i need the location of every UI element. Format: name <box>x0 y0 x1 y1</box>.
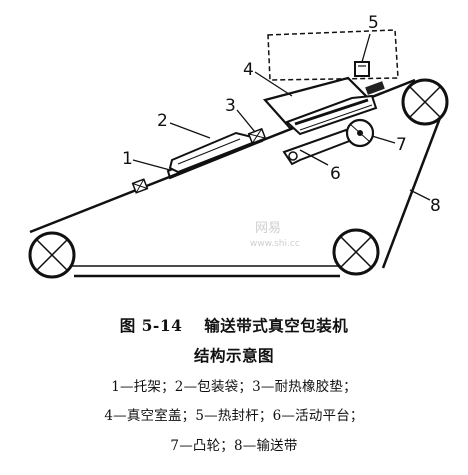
conveyor-vacuum-packer-diagram: 网易 www.shi.cc <box>28 13 449 279</box>
movable-platform <box>282 128 354 166</box>
callout-8: 8 <box>430 196 441 216</box>
watermark-line-1: 网易 <box>255 221 281 236</box>
legend-line-3: 7—凸轮；8—输送带 <box>170 438 298 454</box>
roller-top-right <box>401 78 449 126</box>
conveyor-belt <box>29 78 445 278</box>
callout-2: 2 <box>157 111 168 131</box>
roller-bottom-right <box>332 228 380 276</box>
callout-7: 7 <box>396 135 407 155</box>
callout-3: 3 <box>225 96 236 116</box>
lid-open-outline <box>267 29 399 81</box>
packaging-bag <box>168 131 253 174</box>
figure-caption-title: 图 5-14 输送带式真空包装机 <box>119 316 349 335</box>
callout-1: 1 <box>122 149 133 169</box>
cam <box>345 118 375 148</box>
callout-4: 4 <box>243 60 254 80</box>
callout-6: 6 <box>330 164 341 184</box>
callout-5: 5 <box>368 13 379 33</box>
belt-block <box>131 178 149 194</box>
watermark-line-2: www.shi.cc <box>250 239 300 249</box>
leader-lines <box>132 33 431 201</box>
vacuum-chamber-lid <box>262 76 378 136</box>
heat-seal-bar <box>354 61 385 95</box>
figure-caption-subtitle: 结构示意图 <box>193 346 274 365</box>
legend-line-2: 4—真空室盖；5—热封杆；6—活动平台； <box>104 408 364 424</box>
legend-line-1: 1—托架；2—包装袋；3—耐热橡胶垫； <box>111 379 357 395</box>
roller-left <box>28 231 76 279</box>
